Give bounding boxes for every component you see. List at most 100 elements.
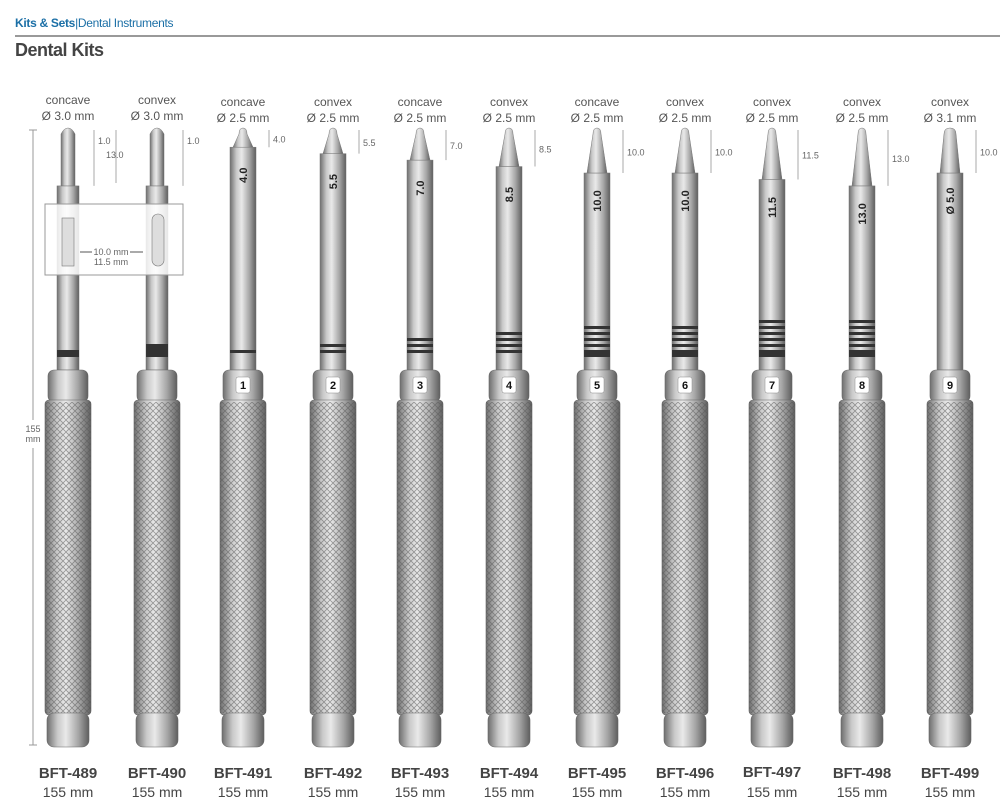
tip-type-label: convex: [666, 95, 704, 109]
product-length: 155 mm: [660, 784, 711, 800]
inset-dimension-a: 10.0 mm: [93, 247, 128, 257]
number-badge: [677, 376, 693, 394]
marking-ring: [759, 332, 785, 335]
diameter-label: Ø 2.5 mm: [659, 111, 712, 125]
number-badge-text: 9: [947, 380, 953, 392]
tip: [674, 127, 696, 174]
tip: [409, 127, 431, 161]
marking-ring: [584, 344, 610, 347]
tip: [149, 127, 165, 187]
diameter-label: Ø 2.5 mm: [394, 111, 447, 125]
product-code: BFT-492: [304, 765, 362, 782]
marking-ring: [584, 350, 610, 357]
diameter-label: Ø 2.5 mm: [307, 111, 360, 125]
marking-ring: [849, 338, 875, 341]
diameter-label: Ø 3.0 mm: [131, 109, 184, 123]
product-code: BFT-497: [743, 764, 801, 781]
breadcrumb-separator: |: [75, 16, 78, 30]
diameter-label: Ø 2.5 mm: [483, 111, 536, 125]
end-cap: [135, 712, 179, 748]
marking-ring: [849, 332, 875, 335]
breadcrumb-page[interactable]: Dental Instruments: [77, 16, 174, 30]
product-length: 155 mm: [572, 784, 623, 800]
tip-dimension: 10.0: [715, 148, 733, 158]
product-length: 155 mm: [925, 784, 976, 800]
product-length: 155 mm: [218, 784, 269, 800]
marking-ring: [584, 338, 610, 341]
knurl-texture: [397, 402, 443, 713]
header-divider: [15, 35, 1000, 37]
shaft-marking: 10.0: [592, 190, 604, 211]
shaft: [229, 146, 257, 371]
knurl-texture: [927, 402, 973, 713]
inset-dimension-b: 11.5 mm: [94, 257, 128, 267]
tip-dimension: 7.0: [450, 141, 463, 151]
diameter-label: Ø 2.5 mm: [746, 111, 799, 125]
marking-ring: [672, 332, 698, 335]
marking-ring: [496, 350, 522, 353]
marking-ring: [57, 350, 79, 357]
breadcrumb-section[interactable]: Kits & Sets: [15, 16, 76, 30]
concave-tip-detail: [61, 217, 75, 267]
tip-dimension: 10.0: [627, 148, 645, 158]
tip-type-label: concave: [221, 95, 266, 109]
marking-ring: [320, 350, 346, 353]
collar: [47, 369, 89, 403]
overall-length-value: 155: [25, 424, 40, 434]
shaft-marking: 8.5: [504, 187, 516, 202]
product-code: BFT-495: [568, 765, 626, 782]
product-code: BFT-496: [656, 765, 714, 782]
tip-type-label: convex: [314, 95, 352, 109]
tip: [322, 127, 344, 154]
tip: [761, 127, 783, 180]
shaft-marking: 11.5: [767, 197, 779, 218]
marking-ring: [496, 344, 522, 347]
marking-ring: [672, 344, 698, 347]
marking-ring: [849, 350, 875, 357]
knurl-texture: [662, 402, 708, 713]
number-badge-text: 5: [594, 380, 600, 392]
shaft: [936, 172, 964, 371]
marking-ring: [759, 350, 785, 357]
product-code: BFT-494: [480, 765, 539, 782]
number-badge: [764, 376, 780, 394]
knurl-texture: [486, 402, 532, 713]
end-cap: [487, 712, 531, 748]
end-cap: [46, 712, 90, 748]
marking-ring: [759, 344, 785, 347]
knurl-texture: [839, 402, 885, 713]
collar: [136, 369, 178, 403]
number-badge-text: 3: [417, 380, 423, 392]
number-badge: [501, 376, 517, 394]
knurl-texture: [134, 402, 180, 713]
marking-ring: [496, 332, 522, 335]
product-code: BFT-493: [391, 765, 449, 782]
tip-dimension: 13.0: [106, 150, 124, 160]
page-title: Dental Kits: [15, 40, 104, 60]
diameter-label: Ø 2.5 mm: [571, 111, 624, 125]
tip-type-label: convex: [843, 95, 881, 109]
end-cap: [663, 712, 707, 748]
number-badge: [325, 376, 341, 394]
product-length: 155 mm: [747, 784, 798, 800]
marking-ring: [672, 350, 698, 357]
shaft: [319, 153, 347, 371]
shaft-marking: 5.5: [328, 174, 340, 189]
number-badge: [235, 376, 251, 394]
tip: [586, 127, 608, 174]
marking-ring: [672, 338, 698, 341]
tip-type-label: concave: [575, 95, 620, 109]
marking-ring: [759, 320, 785, 323]
product-length: 155 mm: [395, 784, 446, 800]
tip: [851, 127, 873, 187]
end-cap: [221, 712, 265, 748]
knurl-texture: [574, 402, 620, 713]
tip: [939, 127, 961, 174]
knurl-texture: [220, 402, 266, 713]
tip-type-label: convex: [931, 95, 969, 109]
shaft-marking: 13.0: [857, 203, 869, 224]
marking-ring: [584, 326, 610, 329]
product-code: BFT-491: [214, 765, 272, 782]
marking-ring: [849, 320, 875, 323]
